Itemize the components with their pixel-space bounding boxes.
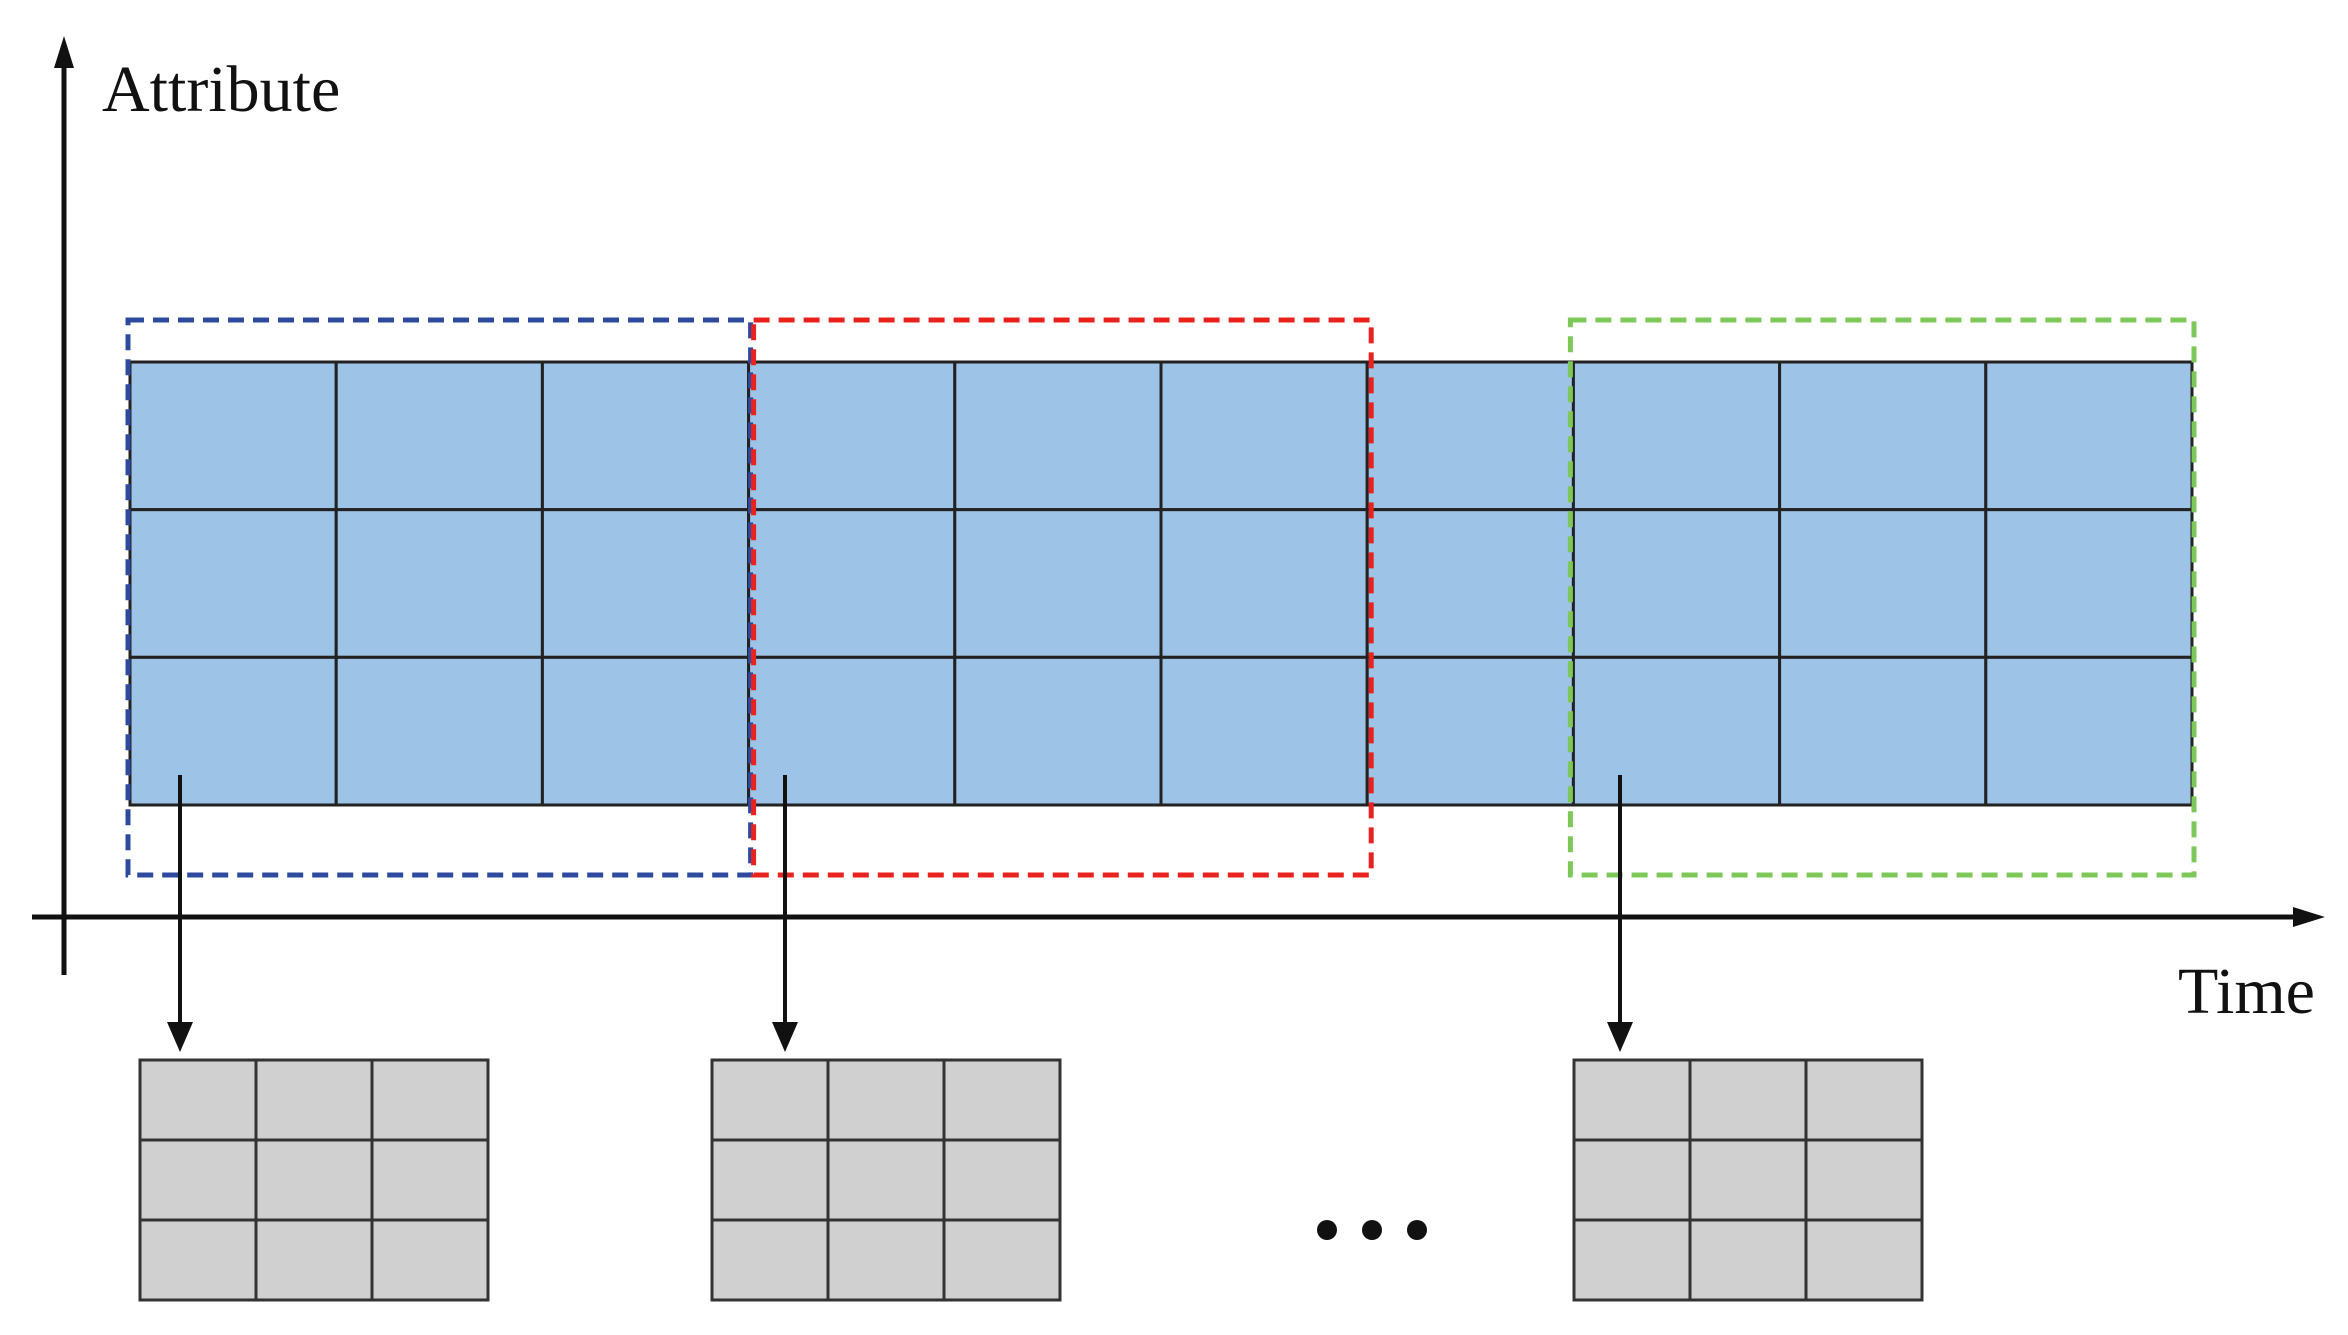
window-blue-output-cell — [254, 1058, 374, 1142]
window-blue-box — [125, 317, 754, 878]
matrix-cell — [334, 360, 544, 512]
matrix-cell — [1159, 508, 1369, 659]
axes: Attribute Time — [32, 36, 2325, 1028]
matrix-cell — [1778, 655, 1988, 807]
window-green-output-cell — [1572, 1218, 1692, 1302]
window-red-output-cell — [710, 1218, 830, 1302]
window-red-output-cell — [710, 1138, 830, 1222]
matrix-cell — [953, 655, 1163, 807]
window-red-output-cell — [942, 1218, 1062, 1302]
window-green-output-cell — [1572, 1138, 1692, 1222]
matrix-cell — [128, 655, 338, 807]
time-attribute-matrix — [128, 360, 2194, 807]
matrix-cell — [1984, 655, 2194, 807]
matrix-cell — [1159, 655, 1369, 807]
window-blue-output-cell — [138, 1218, 258, 1302]
window-red-output-cell — [826, 1138, 946, 1222]
window-red-arrow-head — [772, 1022, 798, 1052]
ellipsis-dot — [1407, 1220, 1427, 1240]
window-green-box — [1567, 317, 2197, 878]
x-axis-label: Time — [2178, 955, 2315, 1028]
ellipsis-dot — [1317, 1220, 1337, 1240]
window-green-arrow-head — [1607, 1022, 1633, 1052]
matrix-cell — [334, 655, 544, 807]
window-green-output-cell — [1804, 1138, 1924, 1222]
matrix-cell — [747, 360, 957, 512]
y-axis-label: Attribute — [102, 53, 340, 126]
ellipsis — [1317, 1220, 1427, 1240]
window-red-output-cell — [826, 1218, 946, 1302]
window-blue-output-cell — [370, 1058, 490, 1142]
matrix-cell — [1365, 655, 1575, 807]
matrix-cell — [1984, 360, 2194, 512]
matrix-cell — [1571, 655, 1782, 807]
matrix-cell — [953, 360, 1163, 512]
matrix-cell — [540, 360, 751, 512]
output-grids — [138, 1058, 1924, 1302]
window-red-box — [751, 317, 1374, 878]
matrix-cell — [540, 508, 751, 659]
window-green-output-cell — [1804, 1218, 1924, 1302]
window-blue-output-cell — [254, 1138, 374, 1222]
window-green-output-cell — [1572, 1058, 1692, 1142]
matrix-cell — [334, 508, 544, 659]
window-blue-output-cell — [254, 1218, 374, 1302]
window-red-output-cell — [942, 1058, 1062, 1142]
window-red-output-cell — [826, 1058, 946, 1142]
window-green-output-cell — [1688, 1218, 1808, 1302]
matrix-cell — [1365, 360, 1575, 512]
x-axis-arrowhead — [2293, 907, 2325, 927]
y-axis-arrowhead — [54, 36, 74, 68]
matrix-cell — [540, 655, 751, 807]
matrix-cell — [1778, 508, 1988, 659]
window-blue-output-cell — [138, 1138, 258, 1222]
sliding-windows — [125, 317, 2197, 878]
window-blue-output-cell — [370, 1138, 490, 1222]
matrix-cell — [1571, 508, 1782, 659]
window-blue-arrow-head — [167, 1022, 193, 1052]
matrix-cell — [1571, 360, 1782, 512]
window-green-output-cell — [1804, 1058, 1924, 1142]
ellipsis-dot — [1362, 1220, 1382, 1240]
matrix-cell — [747, 508, 957, 659]
window-blue-output-cell — [370, 1218, 490, 1302]
matrix-cell — [128, 360, 338, 512]
window-arrows — [167, 775, 1633, 1052]
window-blue-output-cell — [138, 1058, 258, 1142]
window-red-output-cell — [710, 1058, 830, 1142]
matrix-cell — [1984, 508, 2194, 659]
window-red-output-cell — [942, 1138, 1062, 1222]
matrix-cell — [1365, 508, 1575, 659]
matrix-cell — [128, 508, 338, 659]
window-green-output-cell — [1688, 1138, 1808, 1222]
matrix-cell — [1159, 360, 1369, 512]
window-green-output-cell — [1688, 1058, 1808, 1142]
matrix-cell — [953, 508, 1163, 659]
matrix-cell — [1778, 360, 1988, 512]
matrix-cell — [747, 655, 957, 807]
